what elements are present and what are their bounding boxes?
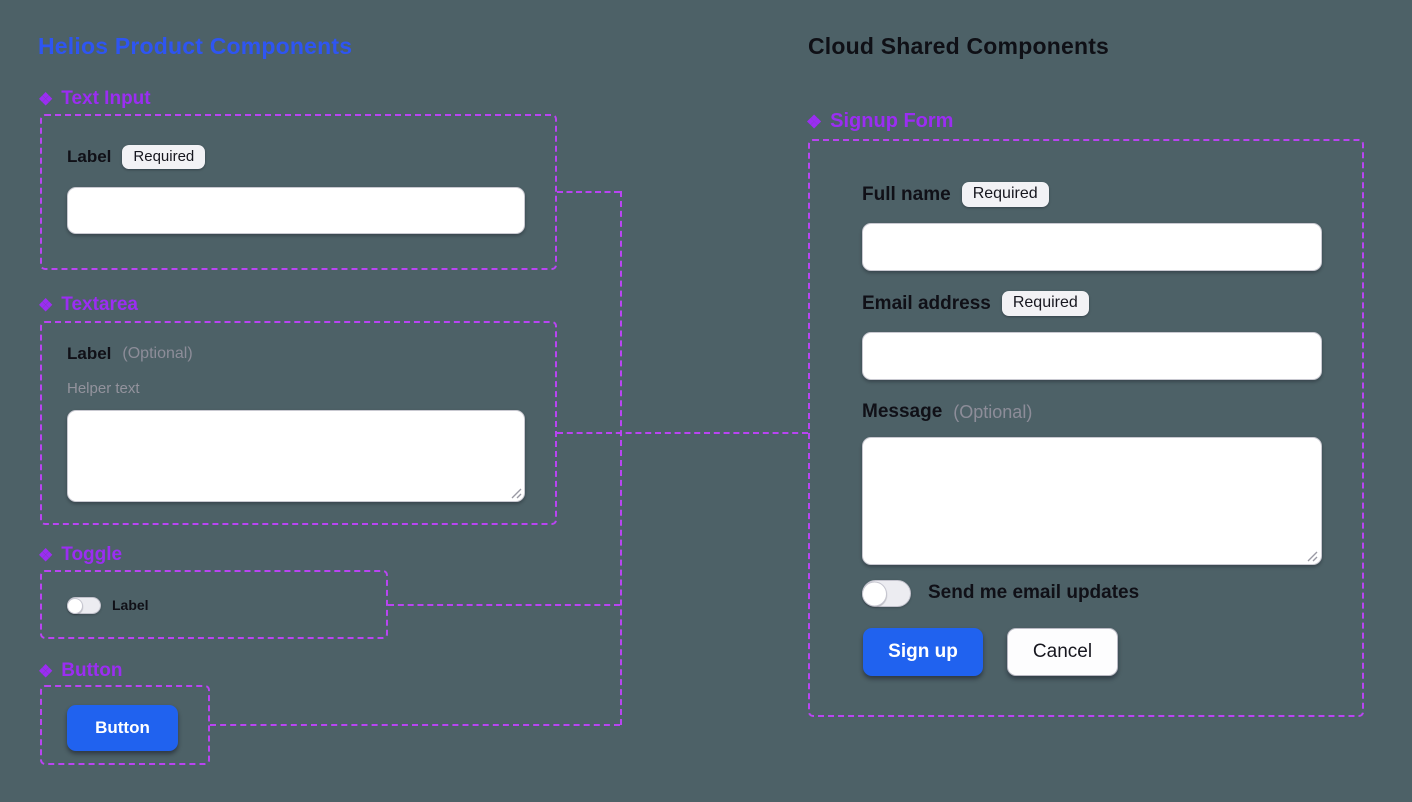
component-heading-label: Textarea bbox=[61, 294, 139, 315]
cancel-button[interactable]: Cancel bbox=[1007, 628, 1118, 676]
connector-text-input bbox=[557, 191, 620, 193]
component-diamond-icon: ❖ bbox=[38, 295, 54, 315]
full-name-input[interactable] bbox=[862, 223, 1322, 271]
signup-form-frame bbox=[808, 139, 1364, 717]
signup-form-component-heading: ❖ Signup Form bbox=[806, 110, 953, 133]
text-input-label: Label bbox=[67, 147, 112, 166]
connector-toggle bbox=[388, 604, 620, 606]
button-component-frame bbox=[40, 685, 210, 765]
toggle-label: Label bbox=[112, 597, 149, 613]
sample-button[interactable]: Button bbox=[67, 705, 178, 751]
cloud-library-title: Cloud Shared Components bbox=[808, 33, 1110, 59]
textarea-field[interactable] bbox=[67, 410, 525, 502]
toggle-knob bbox=[862, 581, 887, 606]
optional-tag: (Optional) bbox=[122, 345, 193, 362]
text-input-component-heading: ❖ Text Input bbox=[38, 88, 151, 110]
toggle-knob bbox=[67, 597, 83, 614]
textarea-component-frame bbox=[40, 321, 557, 525]
text-input-field[interactable] bbox=[67, 187, 525, 234]
component-diamond-icon: ❖ bbox=[38, 661, 54, 681]
message-textarea[interactable] bbox=[862, 437, 1322, 565]
required-badge: Required bbox=[961, 182, 1049, 207]
textarea-label: Label bbox=[67, 344, 112, 363]
component-heading-label: Signup Form bbox=[830, 110, 954, 132]
email-updates-label: Send me email updates bbox=[928, 582, 1140, 603]
component-diamond-icon: ❖ bbox=[38, 545, 54, 565]
connector-textarea-to-signup bbox=[557, 432, 808, 434]
toggle-component-frame bbox=[40, 570, 388, 639]
required-badge: Required bbox=[1001, 291, 1089, 316]
component-heading-label: Button bbox=[61, 660, 123, 681]
full-name-label: Full name bbox=[862, 183, 951, 205]
helios-library-title: Helios Product Components bbox=[38, 33, 353, 59]
component-heading-label: Toggle bbox=[61, 544, 123, 565]
connector-trunk bbox=[620, 191, 622, 725]
sign-up-button[interactable]: Sign up bbox=[863, 628, 983, 676]
optional-tag: (Optional) bbox=[953, 401, 1033, 422]
toggle-switch[interactable] bbox=[67, 597, 101, 614]
connector-button bbox=[210, 724, 620, 726]
component-diamond-icon: ❖ bbox=[806, 111, 823, 132]
text-input-component-frame bbox=[40, 114, 557, 270]
email-updates-toggle[interactable] bbox=[862, 580, 911, 607]
component-heading-label: Text Input bbox=[61, 88, 151, 109]
email-label: Email address bbox=[862, 292, 991, 314]
component-diamond-icon: ❖ bbox=[38, 89, 54, 109]
message-label: Message bbox=[862, 401, 943, 422]
required-badge: Required bbox=[122, 145, 206, 169]
button-component-heading: ❖ Button bbox=[38, 660, 122, 682]
textarea-helper-text: Helper text bbox=[67, 380, 140, 397]
toggle-component-heading: ❖ Toggle bbox=[38, 544, 122, 566]
email-input[interactable] bbox=[862, 332, 1322, 380]
textarea-component-heading: ❖ Textarea bbox=[38, 294, 138, 316]
